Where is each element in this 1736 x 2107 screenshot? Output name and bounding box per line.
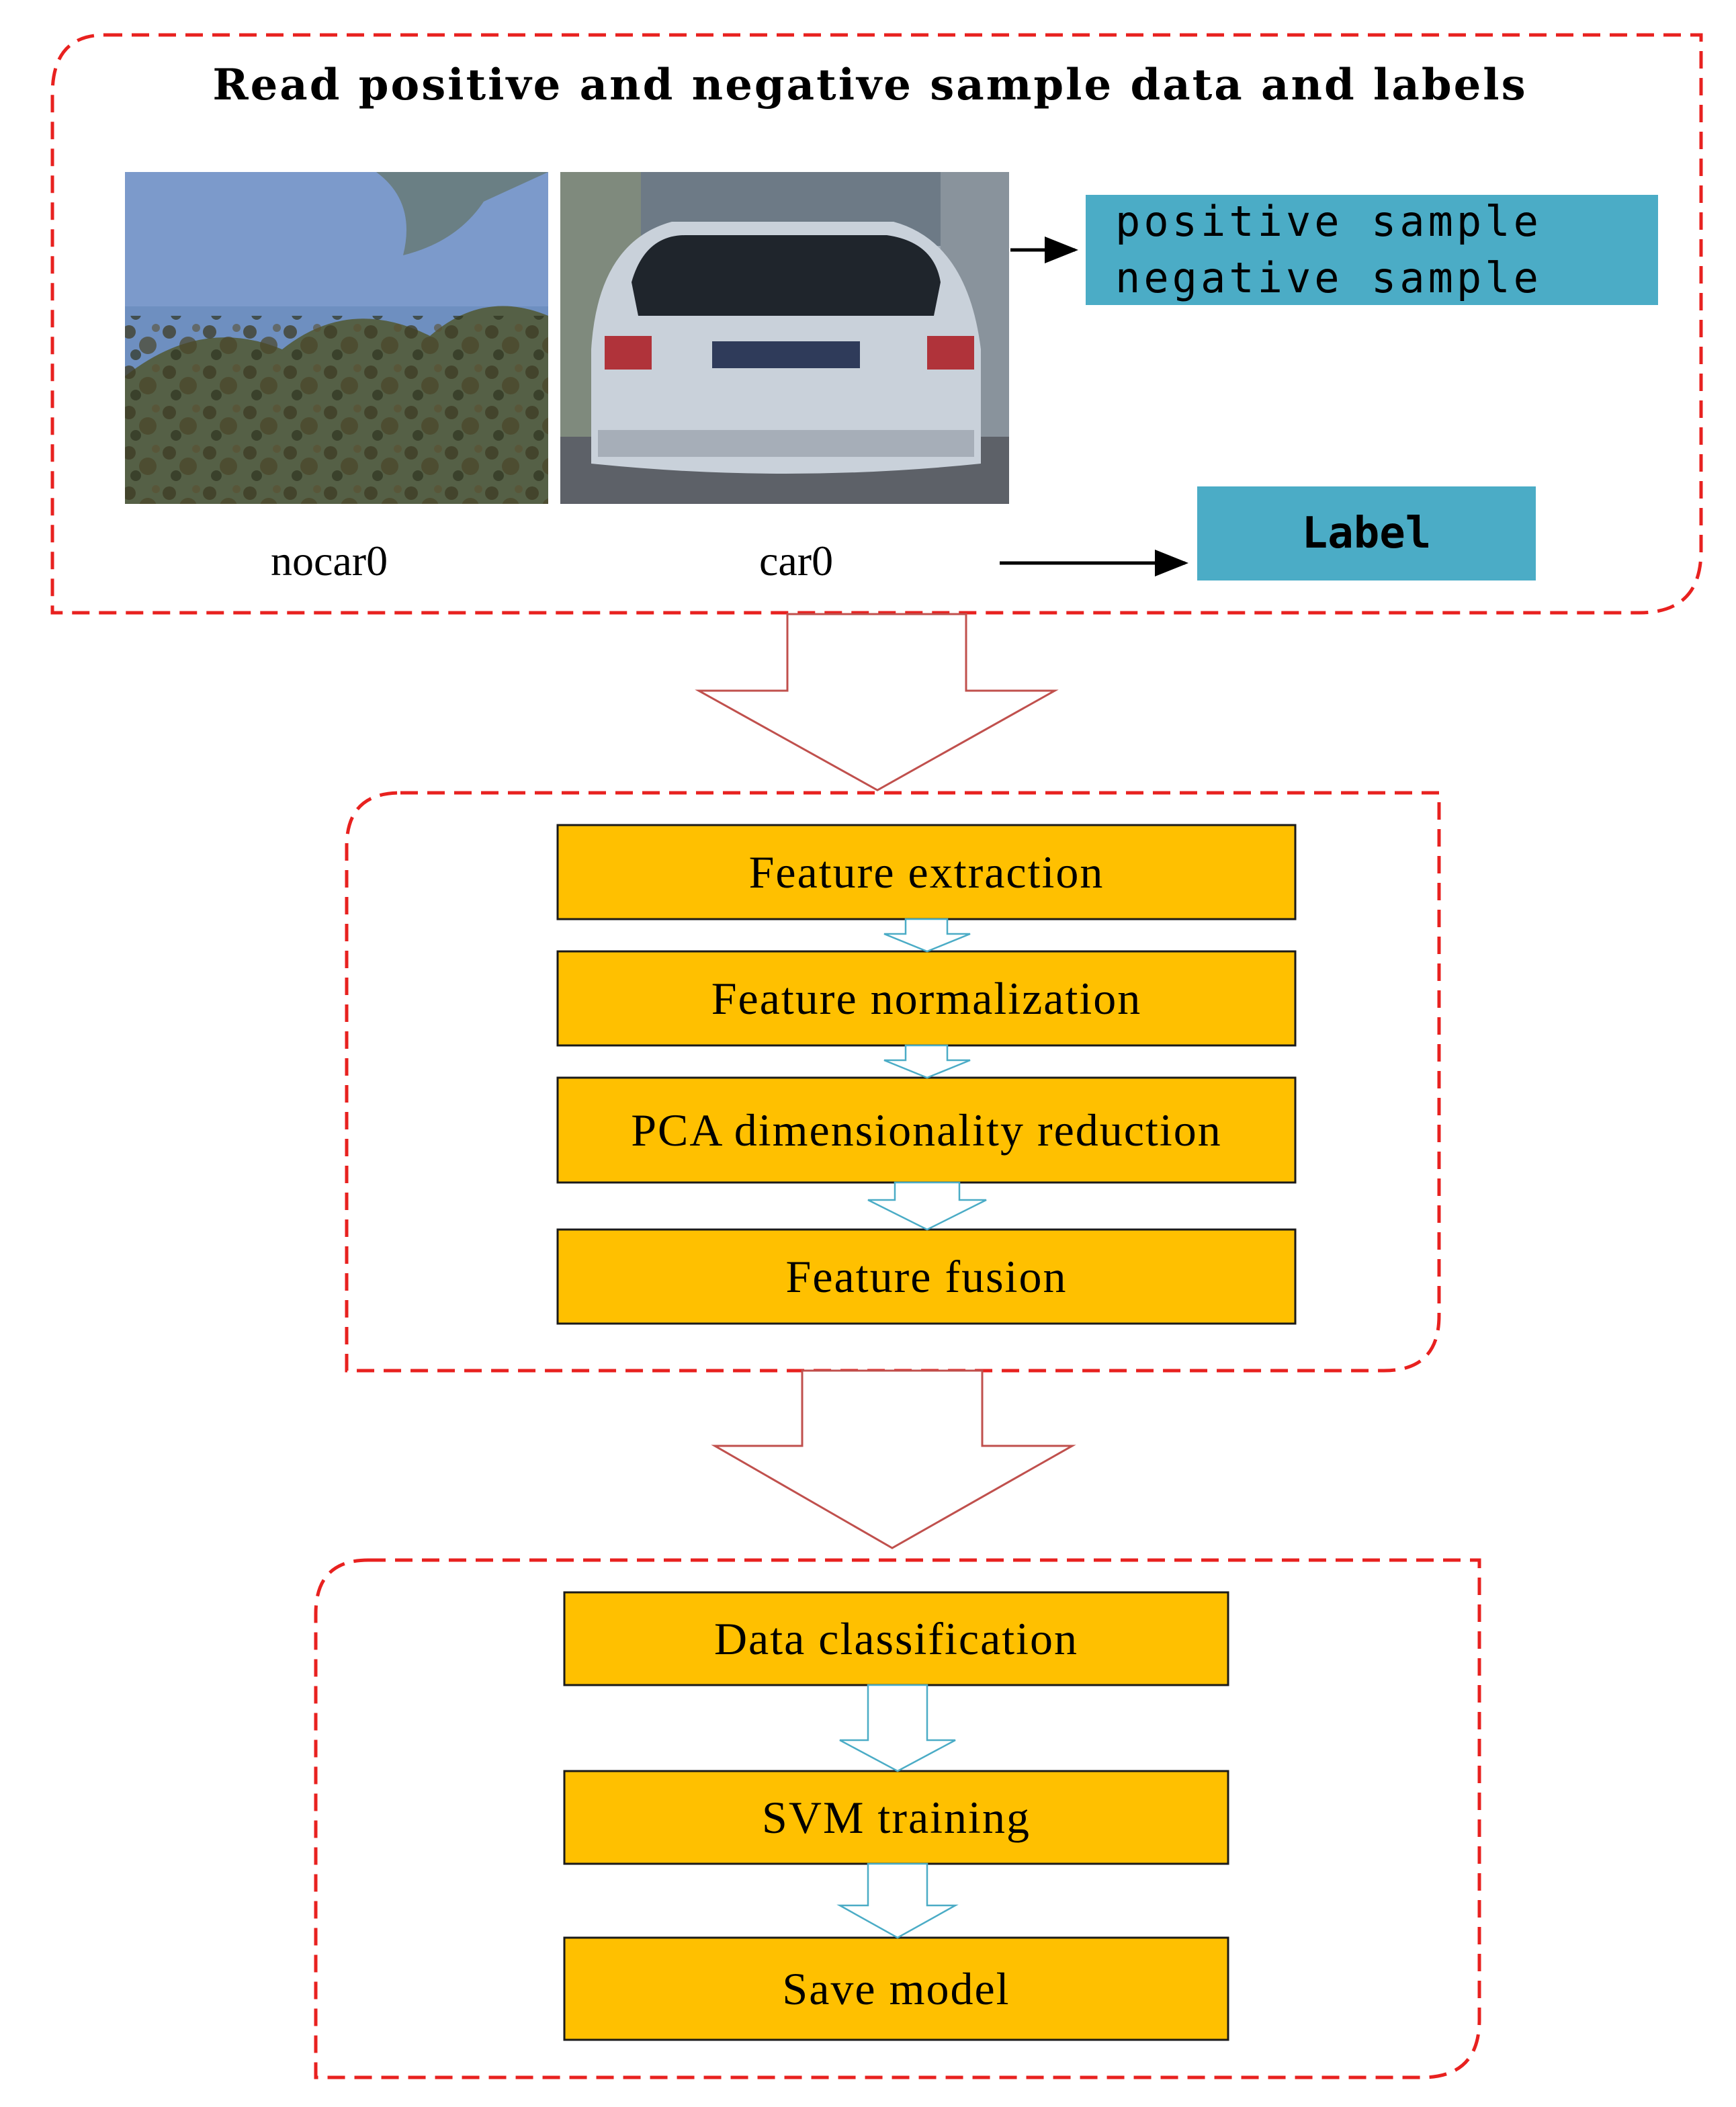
stage1-dashed-frame (50, 33, 1703, 615)
small-arrow-2a (883, 918, 971, 953)
car-caption: car0 (758, 537, 834, 585)
step-box-pca (556, 1076, 1297, 1184)
small-arrow-3a (839, 1684, 956, 1772)
label-box (1197, 486, 1536, 580)
step-feature-fusion: Feature fusion (785, 1250, 1068, 1302)
step-feature-normalization: Feature normalization (711, 972, 1142, 1024)
sample-box (1086, 195, 1658, 305)
small-arrow-2c (867, 1181, 987, 1231)
small-arrow-2b (883, 1044, 971, 1079)
big-down-arrow-1 (695, 613, 1059, 791)
diagram-title: Read positive and negative sample data a… (212, 59, 1528, 110)
big-down-arrow-2 (711, 1369, 1076, 1549)
step-box-feature-extraction (556, 824, 1297, 920)
step-data-classification: Data classification (713, 1612, 1079, 1664)
car-image (560, 172, 1009, 504)
step-svm-training: SVM training (762, 1791, 1031, 1843)
step-box-feature-normalization (556, 950, 1297, 1047)
negative-sample-label: negative sample (1115, 253, 1542, 302)
step-pca-dimensionality-reduction: PCA dimensionality reduction (631, 1104, 1222, 1156)
nocar-image (125, 172, 548, 504)
label-box-text: Label (1301, 509, 1432, 558)
nocar-caption: nocar0 (270, 537, 388, 585)
step-box-feature-fusion (556, 1228, 1297, 1325)
stage2-dashed-frame (345, 791, 1441, 1373)
step-save-model: Save model (782, 1963, 1010, 2014)
sample-box-text: positive sample negative sample (1086, 195, 1658, 305)
small-arrow-3b (836, 1862, 959, 1939)
image-divider (548, 172, 560, 504)
step-feature-extraction: Feature extraction (748, 846, 1104, 898)
step-box-save-model (563, 1936, 1229, 2041)
stage3-dashed-frame (314, 1558, 1481, 2079)
step-box-svm-training (563, 1770, 1229, 1865)
positive-sample-label: positive sample (1115, 197, 1542, 246)
